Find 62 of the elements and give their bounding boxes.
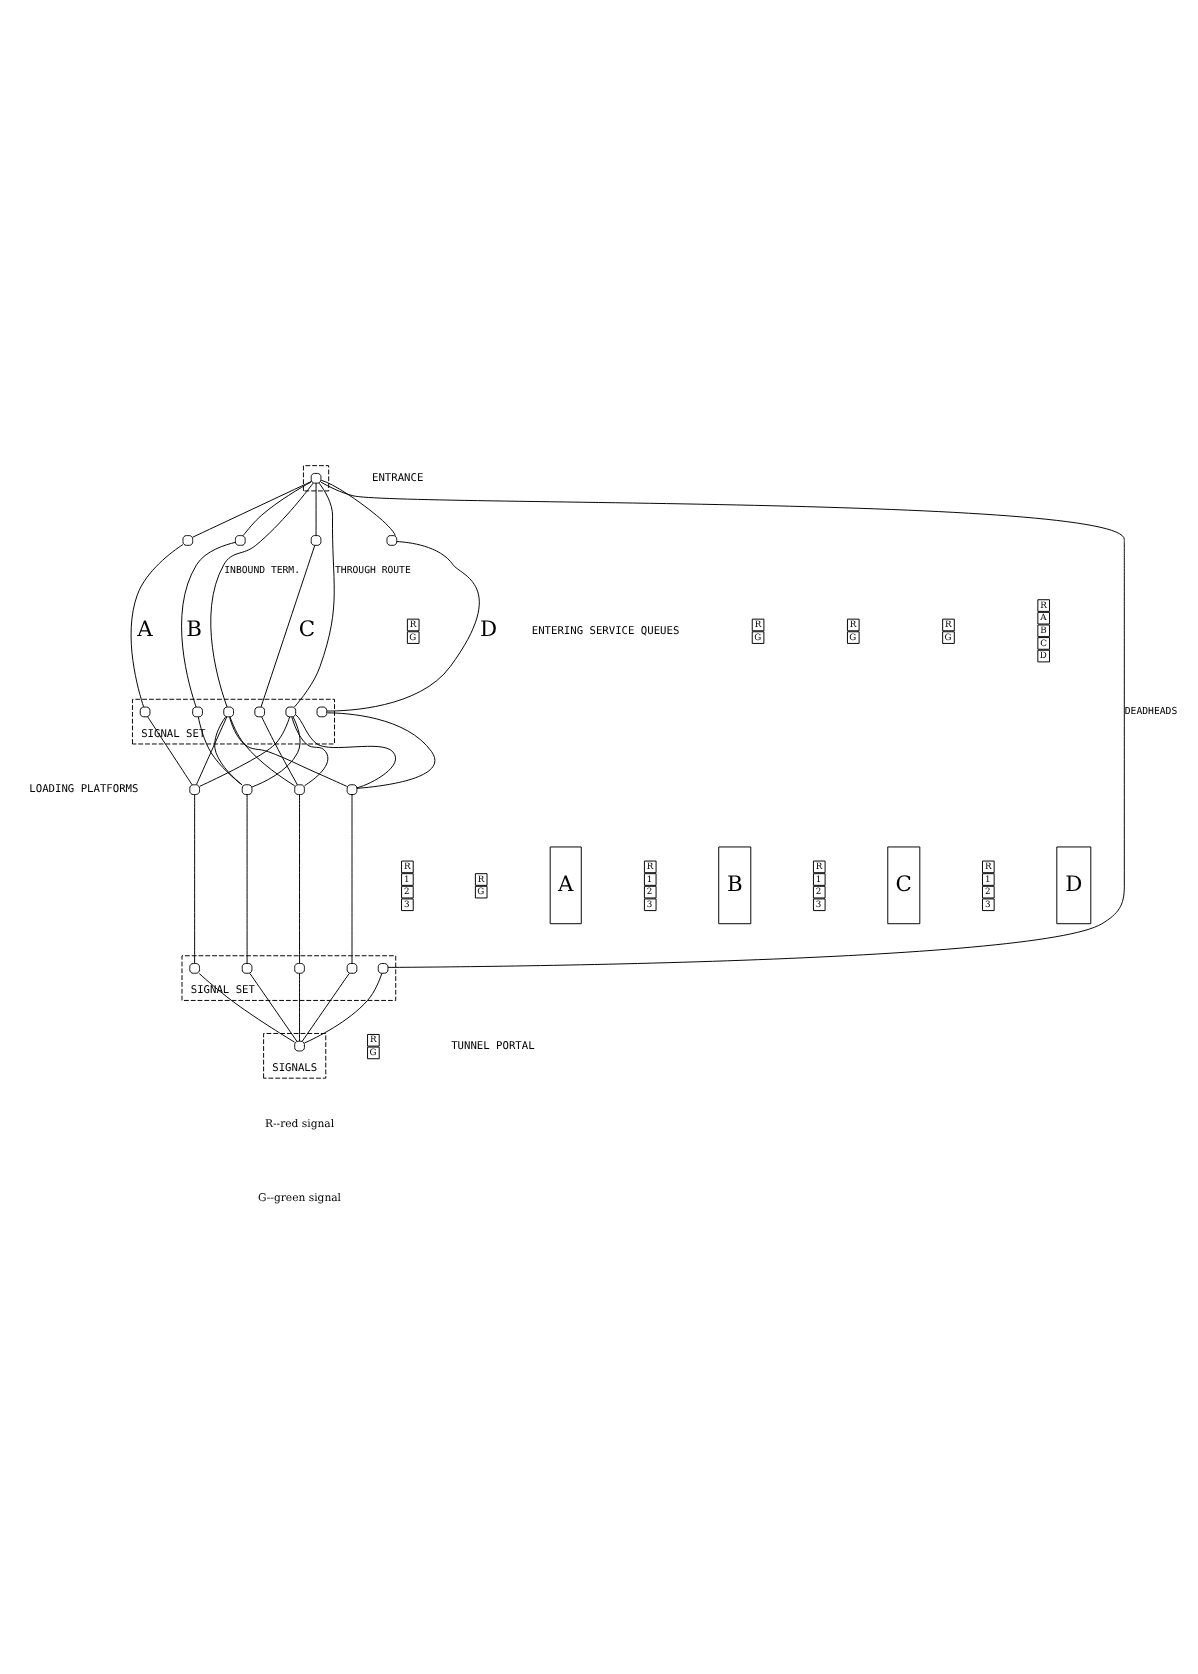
node-box: [182, 535, 194, 546]
connector: [261, 716, 298, 785]
connector: [291, 716, 329, 787]
connector: [210, 482, 314, 708]
connector: [197, 716, 243, 786]
node-box: C: [887, 846, 921, 925]
node-box: [189, 963, 200, 974]
node-box: [377, 963, 389, 974]
node-box: [310, 535, 322, 546]
edge-label: A: [137, 616, 153, 643]
connector: [196, 716, 228, 785]
node-box: [285, 706, 297, 718]
connector: [251, 716, 301, 788]
connector: [198, 973, 295, 1043]
node-box: B: [718, 846, 752, 925]
connector: [229, 716, 296, 787]
node-box: [310, 472, 322, 484]
node-box: A: [549, 846, 582, 925]
connector: [147, 716, 193, 786]
node-box: [294, 784, 305, 795]
node-box: [346, 963, 358, 974]
node-box: [241, 963, 253, 974]
node-box: [192, 706, 203, 718]
connector: [299, 972, 301, 1042]
edge-label: C: [298, 616, 315, 643]
connector: [301, 972, 350, 1042]
connector: [214, 716, 243, 786]
node-box: [223, 706, 234, 718]
connector: [192, 481, 312, 538]
node-box: [294, 1040, 305, 1052]
node-box: [139, 706, 151, 718]
connector: [303, 972, 383, 1044]
connector: [320, 479, 396, 537]
connector: [199, 716, 291, 787]
node-box: D: [1056, 846, 1092, 925]
connector: [315, 482, 317, 536]
node-box: [316, 706, 328, 718]
node-box: [346, 784, 358, 795]
node-box: [234, 535, 246, 546]
connector: [242, 481, 312, 536]
connector: [326, 712, 436, 789]
node-box: [386, 535, 398, 546]
connector: [229, 716, 348, 787]
edge-label: B: [186, 616, 202, 643]
connector: [320, 481, 1125, 968]
node-box: [294, 963, 305, 974]
connector: [246, 794, 248, 964]
connector: [351, 794, 353, 964]
connector: [130, 544, 184, 708]
connector: [194, 794, 196, 964]
connector: [295, 714, 397, 789]
connector: [181, 541, 236, 708]
connector: [249, 972, 298, 1042]
edge-label: D: [479, 616, 498, 643]
node-box: [241, 784, 253, 795]
connector: [299, 794, 301, 964]
cluster: [302, 465, 330, 492]
connector: [260, 545, 316, 708]
node-box: [189, 784, 200, 795]
connector: [293, 482, 335, 708]
connector: [326, 541, 480, 712]
node-box: [254, 706, 266, 718]
